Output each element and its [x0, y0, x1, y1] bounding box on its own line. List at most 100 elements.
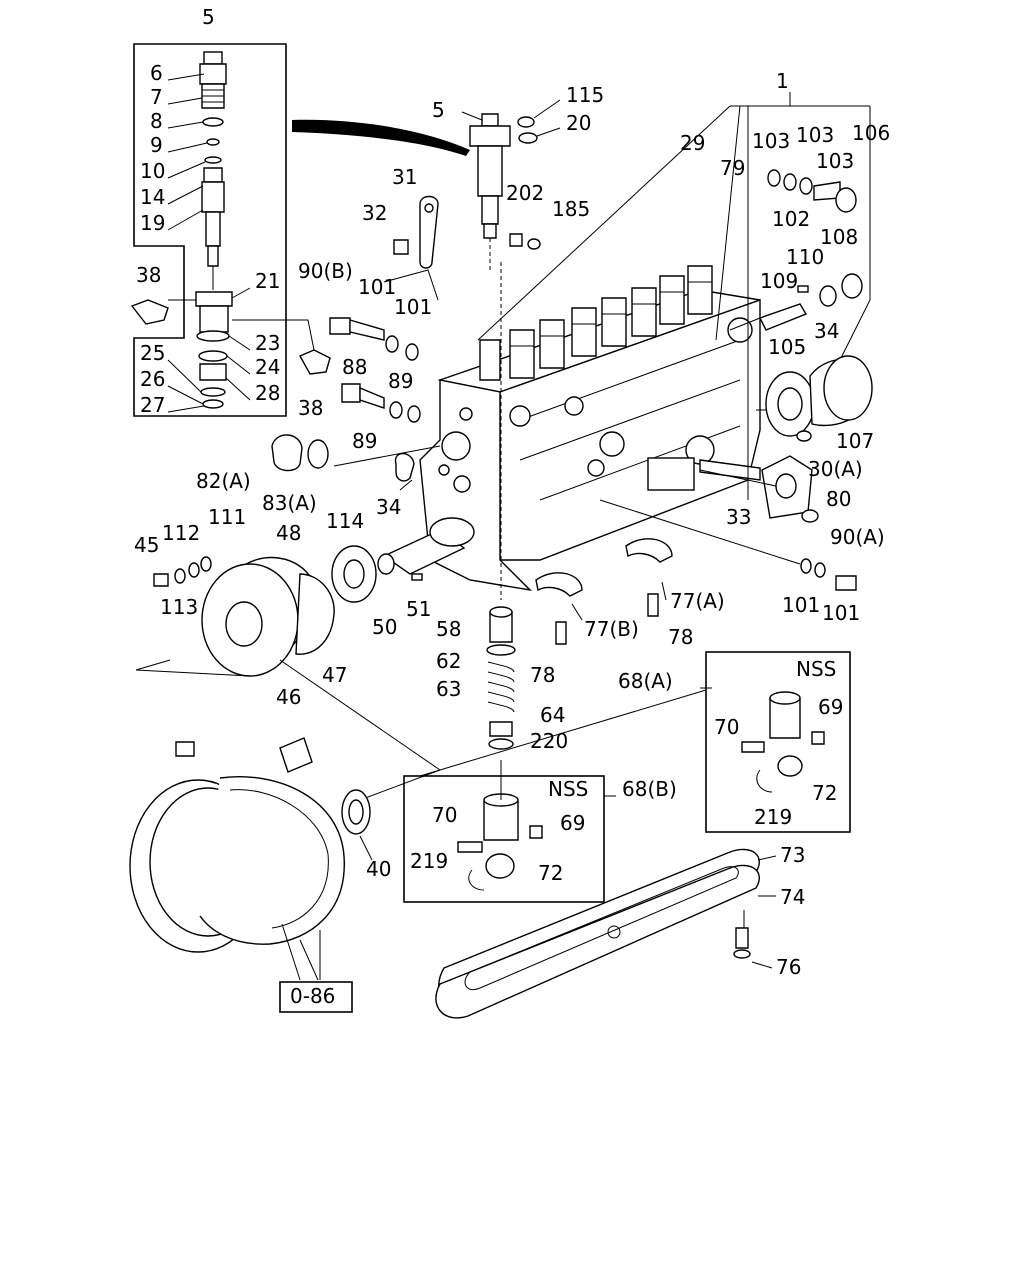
- callout-label: 73: [780, 843, 805, 867]
- callout-label: 25: [140, 341, 165, 365]
- callout-label: 103: [796, 123, 834, 147]
- callout-label: 103: [816, 149, 854, 173]
- callout-label: 77(A): [670, 589, 725, 613]
- callout-label: 77(B): [584, 617, 639, 641]
- valve-holder-group: [461, 99, 561, 270]
- roller-tappet-box-a: [700, 651, 851, 833]
- callout-label: 68(B): [622, 777, 677, 801]
- valve-assembly-inset: [130, 43, 331, 417]
- callout-label: 101: [822, 601, 860, 625]
- tappet-stack: [486, 262, 516, 750]
- callout-label: 69: [818, 695, 843, 719]
- callout-label: 89: [352, 429, 377, 453]
- callout-label: 8: [150, 109, 163, 133]
- callout-label: 28: [255, 381, 280, 405]
- left-side-parts: [271, 195, 541, 491]
- callout-label: 0-86: [290, 984, 335, 1008]
- assembly-bracket: [477, 92, 871, 500]
- callout-label: 114: [326, 509, 364, 533]
- callout-label: 32: [362, 201, 387, 225]
- callout-label: 112: [162, 521, 200, 545]
- callout-label: 64: [540, 703, 565, 727]
- callout-label: 78: [530, 663, 555, 687]
- bottom-cover: [435, 848, 777, 1019]
- callout-label: 109: [760, 269, 798, 293]
- callout-label: 5: [202, 5, 215, 29]
- governor-side-parts: [699, 169, 873, 523]
- callout-label: 19: [140, 211, 165, 235]
- callout-label: 219: [754, 805, 792, 829]
- callout-label: 220: [530, 729, 568, 753]
- callout-label: NSS: [796, 657, 836, 681]
- callout-label: 38: [298, 396, 323, 420]
- assembly-arrow: [292, 119, 470, 156]
- callout-label: 26: [140, 367, 165, 391]
- callout-label: 63: [436, 677, 461, 701]
- callout-label: 62: [436, 649, 461, 673]
- callout-label: 33: [726, 505, 751, 529]
- callout-label: 76: [776, 955, 801, 979]
- callout-label: 72: [538, 861, 563, 885]
- bearing-caps: [535, 499, 857, 645]
- callout-label: 58: [436, 617, 461, 641]
- callout-label: 46: [276, 685, 301, 709]
- callout-label: 31: [392, 165, 417, 189]
- callout-label: 106: [852, 121, 890, 145]
- callout-label: 68(A): [618, 669, 673, 693]
- delivery-valves: [479, 265, 713, 381]
- callout-label: 20: [566, 111, 591, 135]
- callout-label: 103: [752, 129, 790, 153]
- callout-label: 50: [372, 615, 397, 639]
- timer-housing: [129, 737, 373, 1013]
- callout-label: 113: [160, 595, 198, 619]
- pump-housing: [377, 265, 761, 592]
- callout-label: 89: [388, 369, 413, 393]
- callout-label: 48: [276, 521, 301, 545]
- callout-label: 107: [836, 429, 874, 453]
- callout-label: 70: [714, 715, 739, 739]
- callout-label: 34: [814, 319, 839, 343]
- callout-label: 79: [720, 156, 745, 180]
- callout-label: 110: [786, 245, 824, 269]
- callout-label: 38: [136, 263, 161, 287]
- callout-label: 27: [140, 393, 165, 417]
- callout-label: 111: [208, 505, 246, 529]
- callout-label: 10: [140, 159, 165, 183]
- callout-label: 1: [776, 69, 789, 93]
- callout-label: 82(A): [196, 469, 251, 493]
- callout-label: 219: [410, 849, 448, 873]
- callout-label: 78: [668, 625, 693, 649]
- callout-label: 23: [255, 331, 280, 355]
- callout-label: 24: [255, 355, 280, 379]
- callout-label: 115: [566, 83, 604, 107]
- callout-label: 72: [812, 781, 837, 805]
- drive-end-parts: [135, 545, 442, 801]
- callout-label: 30(A): [808, 457, 863, 481]
- callout-label: 101: [782, 593, 820, 617]
- callout-label: 6: [150, 61, 163, 85]
- callout-label: 40: [366, 857, 391, 881]
- callout-label: 90(A): [830, 525, 885, 549]
- callout-label: 102: [772, 207, 810, 231]
- callout-label: 69: [560, 811, 585, 835]
- callout-label: 88: [342, 355, 367, 379]
- callout-label: 90(B): [298, 259, 353, 283]
- callout-label: 108: [820, 225, 858, 249]
- callout-label: 105: [768, 335, 806, 359]
- callout-label: 7: [150, 85, 163, 109]
- callout-label: 70: [432, 803, 457, 827]
- callout-label: 101: [358, 275, 396, 299]
- callout-label: 9: [150, 133, 163, 157]
- callout-label: 29: [680, 131, 705, 155]
- callout-label: 74: [780, 885, 805, 909]
- callout-label: 34: [376, 495, 401, 519]
- callout-label: 80: [826, 487, 851, 511]
- callout-label: 5: [432, 98, 445, 122]
- callout-label: NSS: [548, 777, 588, 801]
- callout-label: 47: [322, 663, 347, 687]
- callout-label: 101: [394, 295, 432, 319]
- callout-label: 83(A): [262, 491, 317, 515]
- callout-label: 185: [552, 197, 590, 221]
